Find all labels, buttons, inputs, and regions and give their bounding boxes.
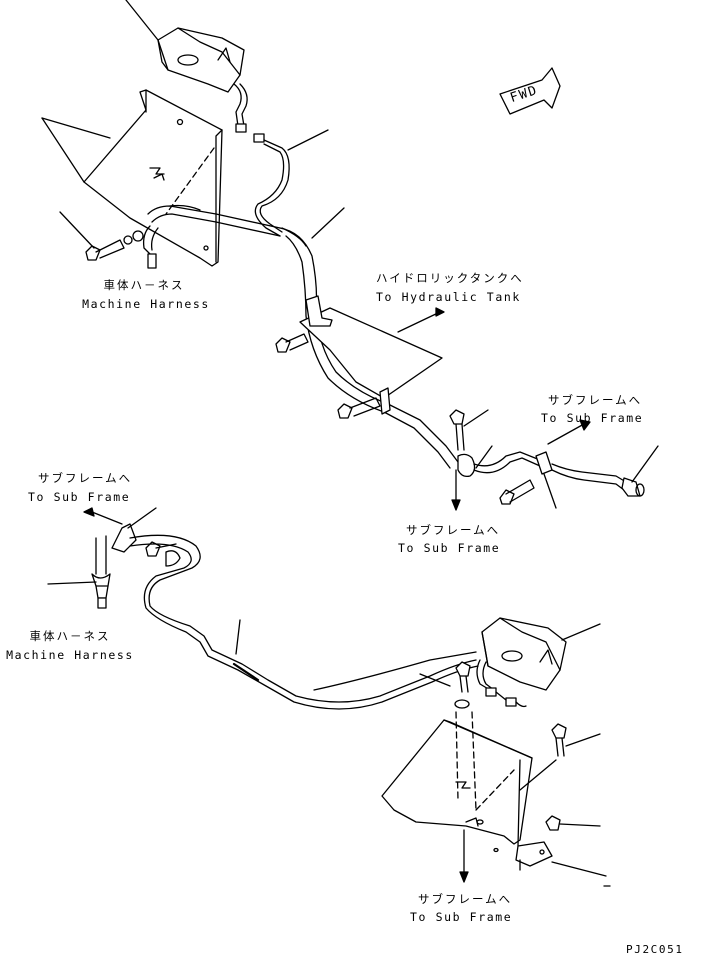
hydraulic-tank-label-en: To Hydraulic Tank — [376, 290, 521, 304]
upper-lamp-cable — [233, 83, 329, 237]
sub-frame-right-label-jp: サブフレームへ — [548, 393, 643, 407]
lower-work-lamp — [476, 617, 601, 708]
machine-harness-label-bottom-jp: 車体ハ－ネス — [29, 629, 111, 643]
sub-frame-left-label-en: To Sub Frame — [28, 490, 131, 504]
upper-lamp-bracket — [41, 89, 223, 267]
sub-frame-bottom-label-en: To Sub Frame — [410, 910, 513, 924]
hydraulic-tank-label-jp: ハイドロリックタンクへ — [376, 271, 524, 285]
sub-frame-mid-label-en: To Sub Frame — [398, 541, 501, 555]
machine-harness-label-top-en: Machine Harness — [82, 297, 210, 311]
lower-lamp-bracket — [381, 711, 611, 887]
machine-harness-label-bottom-en: Machine Harness — [6, 648, 134, 662]
left-harness-clamp — [47, 507, 181, 609]
tube-clamp-lower — [337, 387, 391, 419]
right-subframe-section — [449, 409, 659, 511]
sub-frame-left-label-jp: サブフレームへ — [38, 471, 133, 485]
sub-frame-bottom-label-jp: サブフレームへ — [418, 892, 513, 906]
sub-frame-mid-label-jp: サブフレームへ — [406, 523, 501, 537]
machine-harness-label-top-jp: 車体ハ－ネス — [103, 278, 185, 292]
upper-harness-branch — [142, 204, 281, 269]
lower-harness-run — [129, 534, 479, 710]
fwd-arrow-icon — [499, 67, 561, 115]
drawing-code: PJ2C051 — [626, 943, 684, 955]
hydraulic-tank-bracket — [275, 295, 445, 399]
upper-work-lamp — [125, 0, 245, 93]
lower-bolts — [419, 661, 601, 831]
upper-bolt — [59, 211, 144, 261]
sub-frame-right-label-en: To Sub Frame — [541, 411, 644, 425]
